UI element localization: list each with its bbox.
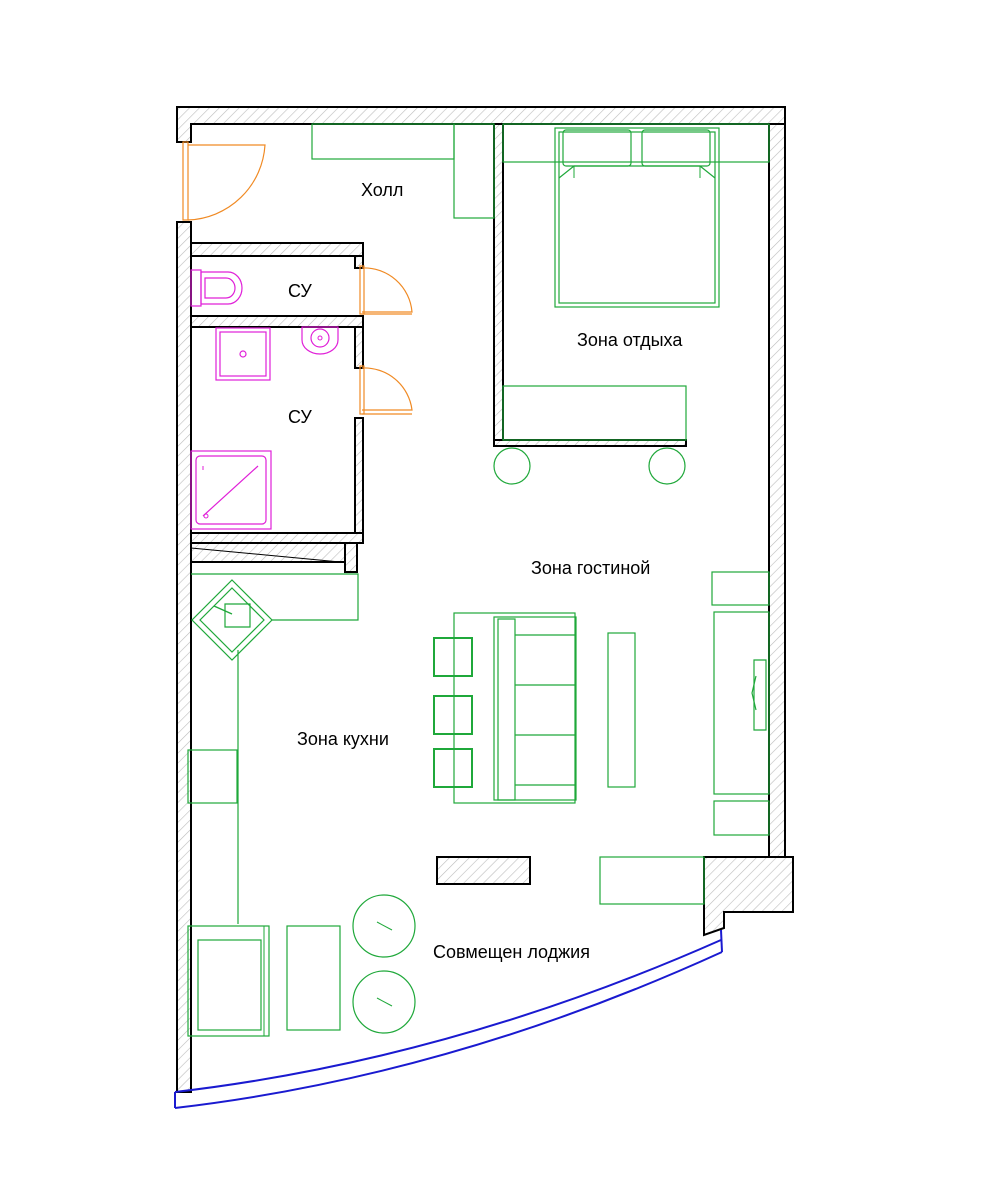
label-kitchen-zone: Зона кухни (297, 729, 389, 749)
double-bed-icon (554, 127, 720, 308)
doors (182, 141, 413, 415)
bar-stool-3 (433, 748, 473, 788)
label-wc-upper: СУ (288, 281, 312, 301)
tv-cabinet-bottom (713, 800, 770, 836)
hall-shelf (311, 123, 455, 160)
tv-icon (751, 659, 767, 731)
wall-wc-right-b (354, 326, 364, 369)
sanitary (190, 269, 339, 530)
side-table (286, 925, 341, 1031)
wall-right (768, 123, 786, 858)
wall-wc-divider (190, 315, 364, 328)
pouf-right (648, 447, 686, 485)
round-stool-bottom-icon (352, 970, 416, 1034)
label-rest-zone: Зона отдыха (577, 330, 683, 350)
tv-stand (713, 611, 770, 795)
pouf-left (493, 447, 531, 485)
wall-bedroom-partition-bottom (493, 439, 687, 447)
wall-top (176, 106, 786, 143)
furniture (187, 123, 770, 1037)
wall-left (176, 221, 192, 1093)
tv-cabinet-top (711, 571, 770, 606)
label-loggia: Совмещен лоджия (433, 942, 590, 962)
toilet-icon (190, 269, 243, 307)
label-living-zone: Зона гостиной (531, 558, 650, 578)
sofa-icon (453, 612, 577, 804)
wc-lower-door-icon[interactable] (359, 365, 413, 415)
loggia-window (174, 929, 723, 1109)
kitchen-counter-top (191, 573, 359, 621)
coffee-table (607, 632, 636, 788)
shower-tray-icon (190, 450, 272, 530)
sink-icon (301, 326, 339, 355)
wall-closet-stub (344, 542, 358, 573)
bar-stool-2 (433, 695, 473, 735)
armchair-icon (187, 925, 270, 1037)
wall-wc-right-c (354, 417, 364, 534)
kitchen-corner-sink-icon (191, 579, 273, 661)
label-hall: Холл (361, 180, 403, 200)
loggia-bench (599, 856, 705, 905)
wall-bedroom-partition (493, 123, 504, 447)
wall-wc-bottom (190, 532, 364, 544)
bar-stool-1 (433, 637, 473, 677)
wall-wc-top (190, 242, 364, 257)
zone-labels: Холл СУ СУ Зона отдыха Зона гостиной Зон… (288, 180, 683, 962)
washbasin-icon (215, 327, 271, 381)
entrance-door-icon[interactable] (182, 141, 266, 221)
kitchen-appliance (187, 749, 238, 804)
wc-upper-door-icon[interactable] (359, 265, 413, 315)
wall-corner-block (703, 856, 794, 937)
wall-closet (190, 542, 346, 563)
walls (176, 106, 794, 1093)
bedroom-top-shelf (502, 123, 770, 163)
label-wc-lower: СУ (288, 407, 312, 427)
bedroom-sofa (502, 385, 687, 441)
wall-pillar (436, 856, 531, 885)
hall-wardrobe (453, 123, 495, 219)
round-stool-top-icon (352, 894, 416, 958)
